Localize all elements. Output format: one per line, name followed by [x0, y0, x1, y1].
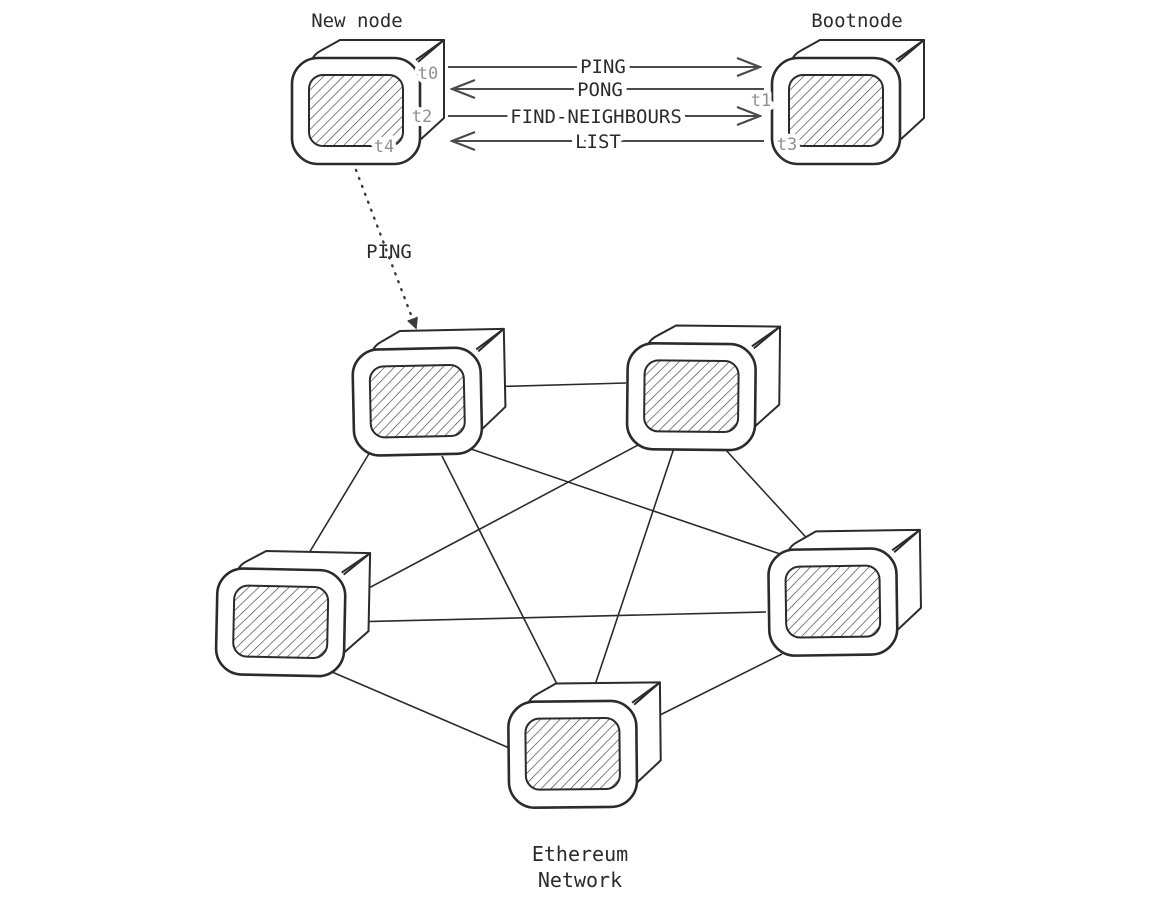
eth-node-2	[625, 323, 782, 452]
network-edge	[347, 611, 767, 623]
eth-node-1	[350, 327, 508, 458]
nodes	[214, 38, 926, 810]
eth-node-3	[766, 528, 923, 658]
dotted-ping-arrow	[354, 168, 418, 330]
ethereum-network-label-line2: Network	[538, 868, 622, 892]
network-edge	[589, 447, 675, 701]
list-label: LIST	[575, 131, 621, 153]
ping-label: PING	[580, 56, 626, 78]
timestamp-t2: t2	[412, 107, 432, 127]
new-node-label: New node	[311, 10, 403, 32]
text-labels: New node Bootnode PING PONG FIND-NEIGHBO…	[311, 10, 903, 892]
network-edge	[641, 653, 783, 725]
dotted-ping-label: PING	[366, 241, 412, 263]
timestamp-t1: t1	[751, 91, 771, 111]
network-edge	[723, 447, 815, 547]
pong-label: PONG	[577, 79, 623, 101]
network-edge	[441, 455, 567, 703]
new-node-box	[290, 38, 446, 166]
message-arrows	[448, 67, 764, 141]
find-neighbours-label: FIND-NEIGHBOURS	[510, 106, 682, 128]
eth-node-5	[506, 681, 663, 810]
network-edge	[467, 447, 793, 559]
network-edge	[299, 451, 371, 569]
network-edge	[349, 443, 641, 599]
eth-node-4	[214, 548, 372, 679]
network-edges	[299, 382, 815, 751]
bootnode-label: Bootnode	[811, 10, 903, 32]
network-edge	[331, 671, 515, 751]
timestamp-t3: t3	[777, 135, 797, 155]
timestamp-t4: t4	[374, 137, 394, 157]
timestamp-t0: t0	[418, 64, 438, 84]
ethereum-network-label-line1: Ethereum	[532, 842, 628, 866]
